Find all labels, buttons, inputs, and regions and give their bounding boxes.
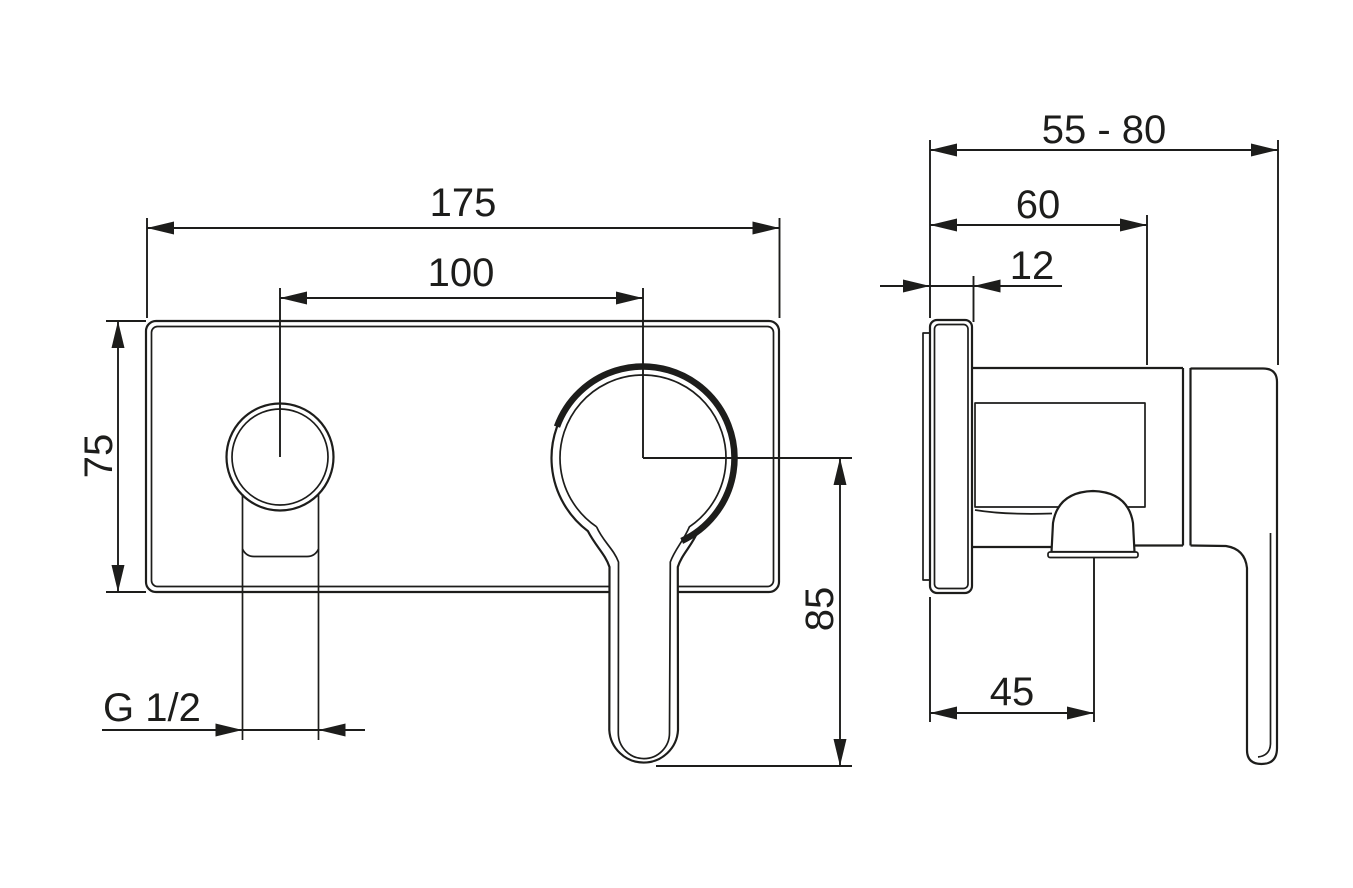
arrowhead-left (280, 291, 307, 305)
valve-cap-base (1047, 551, 1139, 559)
side-front-plate-inner (933, 323, 969, 590)
arrowhead-right (616, 291, 643, 305)
dim-plate-thickness-label: 12 (1010, 244, 1055, 288)
side-front-plate (928, 318, 974, 595)
dim-depth-range-label: 55 - 80 (1042, 108, 1167, 152)
dim-plate-thickness: 12 (880, 244, 1062, 293)
side-view (922, 318, 1279, 766)
dim-handle-drop-label: 85 (798, 587, 842, 632)
pipe-connector-line (241, 548, 320, 558)
thread-callout: G 1/2 (102, 686, 365, 737)
arrowhead-left (215, 723, 243, 737)
handle-side-outline (1190, 367, 1279, 766)
body-recess-front-line (974, 509, 1053, 515)
arrowhead-right (752, 221, 780, 235)
dim-handle-drop: 85 (656, 458, 852, 767)
dim-hole-spacing-label: 100 (428, 251, 495, 295)
arrowhead-left (147, 221, 174, 235)
dim-handle-depth-label: 45 (990, 670, 1035, 714)
handle-thick-arc (553, 363, 738, 544)
dim-hole-spacing: 100 (280, 251, 643, 305)
dim-depth-range: 55 - 80 (930, 108, 1278, 157)
arrowhead-left (930, 706, 957, 720)
arrowhead-bottom (833, 739, 847, 766)
side-view-dimensions: 55 - 80 60 12 45 (880, 108, 1279, 722)
dim-handle-depth: 45 (930, 670, 1094, 720)
arrowhead-left (903, 279, 930, 293)
front-view-dimensions: 175 100 75 (77, 181, 852, 767)
handle-inner-outline (559, 374, 727, 760)
arrowhead-right (1120, 218, 1147, 232)
arrowhead-right (1067, 706, 1094, 720)
dim-body-depth-label: 60 (1016, 183, 1061, 227)
arrowhead-right (318, 723, 346, 737)
handle-side-inner-line (1257, 533, 1272, 758)
dim-plate-height-label: 75 (77, 434, 121, 479)
dim-plate-height: 75 (77, 320, 146, 593)
arrowhead-right (1251, 143, 1278, 157)
body-recess-outline (974, 402, 1146, 508)
dim-overall-width-label: 175 (430, 181, 497, 225)
arrowhead-top (111, 321, 125, 348)
dim-overall-width: 175 (146, 181, 781, 318)
arrowhead-right (973, 279, 1001, 293)
front-view (144, 288, 852, 764)
arrowhead-bottom (111, 565, 125, 592)
dim-body-depth: 60 (930, 183, 1147, 232)
arrowhead-top (833, 458, 847, 485)
arrowhead-left (930, 143, 957, 157)
valve-cap-dome (1050, 489, 1136, 554)
front-plate-inner-outline (150, 325, 775, 588)
thread-label: G 1/2 (103, 686, 201, 730)
arrowhead-left (930, 218, 957, 232)
